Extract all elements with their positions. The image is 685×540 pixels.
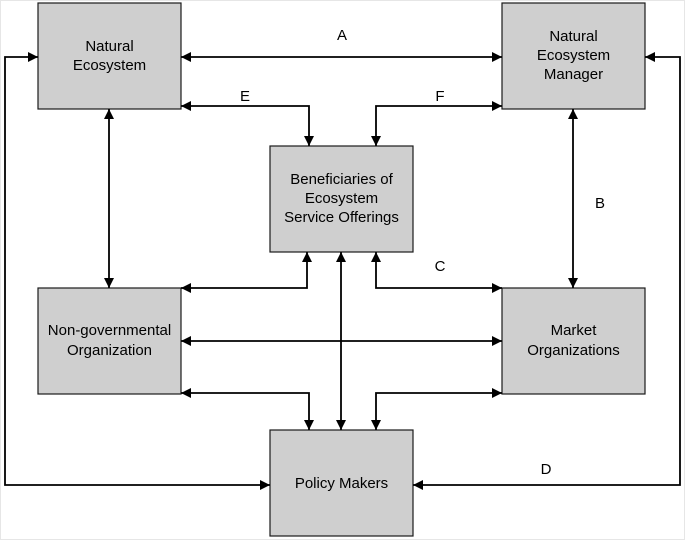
- node-label-line: Ecosystem: [305, 190, 378, 207]
- node-label-line: Market: [551, 322, 598, 339]
- node-label-line: Manager: [544, 66, 603, 83]
- edge-label-d: D: [541, 461, 552, 478]
- edge-label-f: F: [435, 88, 444, 105]
- edge-f-arrow: [371, 101, 502, 146]
- svg-text:Policy Makers: Policy Makers: [295, 475, 388, 492]
- node-label-line: Organizations: [527, 342, 620, 359]
- node-label-line: Natural: [549, 28, 597, 45]
- edge-beneficiaries-ngo-arrow: [181, 252, 312, 293]
- edge-e-arrow: [181, 101, 314, 146]
- edge-ecosystem-policy-arrow: [4, 52, 270, 490]
- node-label-line: Policy Makers: [295, 475, 388, 492]
- node-label-line: Natural: [85, 38, 133, 55]
- edge-market-policy-arrow: [371, 388, 502, 430]
- edge-d-arrow: [413, 52, 681, 490]
- node-label-line: Ecosystem: [537, 47, 610, 64]
- node-label-line: Ecosystem: [73, 57, 146, 74]
- node-label-line: Beneficiaries of: [290, 171, 393, 188]
- edge-label-e: E: [240, 88, 250, 105]
- node-label-line: Organization: [67, 342, 152, 359]
- node-label-line: Service Offerings: [284, 209, 399, 226]
- edge-label-c: C: [435, 258, 446, 275]
- node-policy-makers: Policy Makers: [269, 429, 414, 537]
- edge-label-b: B: [595, 195, 605, 212]
- edge-label-a: A: [337, 27, 347, 44]
- edge-ngo-policy-arrow: [181, 388, 314, 430]
- node-label-line: Non-governmental: [48, 322, 171, 339]
